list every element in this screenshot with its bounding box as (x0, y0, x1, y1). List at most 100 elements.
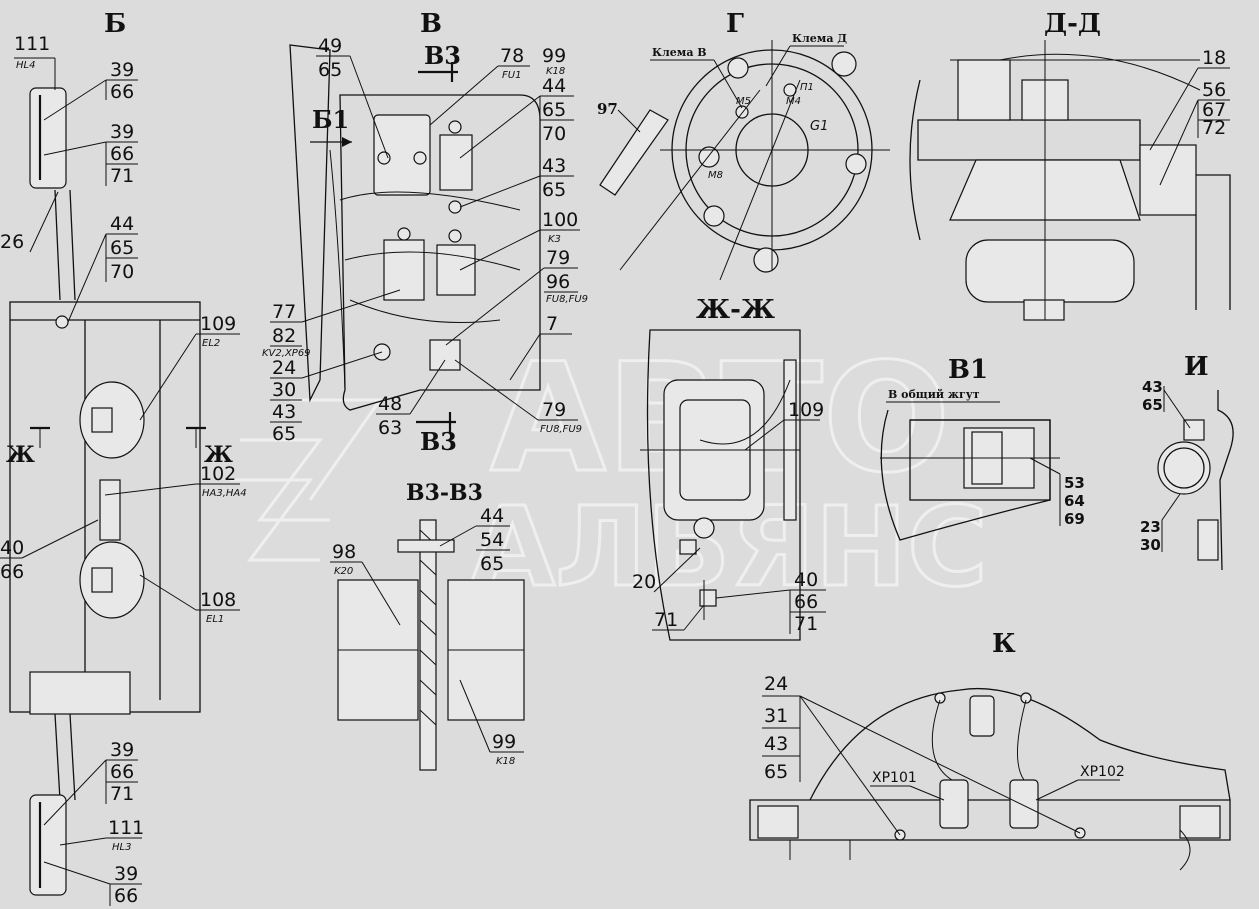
section-i-title: И (1184, 352, 1209, 382)
view-v: В В3 Б1 49 65 78 FU1 99 K18 44 65 (262, 9, 588, 456)
ref-111a: 111 (14, 33, 50, 55)
label-klema-d: Клема Д (792, 32, 847, 45)
ref-111b: 111 (108, 817, 144, 839)
ref-23: 23 (1140, 518, 1161, 536)
ref-ha34: HA3,HA4 (202, 488, 247, 499)
ref-97: 97 (597, 100, 618, 118)
ref-69: 69 (1064, 510, 1085, 528)
view-g: Г Клема В Клема Д M5 M4 П1 M8 G1 97 (597, 9, 890, 281)
label-obshchiy-zhgut: В общий жгут (888, 388, 980, 401)
relay-kv2 (383, 239, 425, 301)
ref-49: 49 (318, 35, 342, 57)
panel-v1 (880, 409, 1051, 541)
section-zhzh-title: Ж-Ж (696, 295, 775, 325)
ref-102: 102 (200, 463, 236, 485)
ref-fu89b: FU8,FU9 (540, 424, 582, 435)
ref-el1: EL1 (206, 614, 224, 625)
ref-66a: 66 (110, 81, 134, 103)
ref-44b: 44 (542, 75, 566, 97)
ref-65b: 65 (318, 59, 342, 81)
section-zh-right: Ж (204, 442, 233, 468)
ref-20: 20 (632, 571, 656, 593)
ref-96: 96 (546, 271, 570, 293)
ref-kv2: KV2,XP69 (262, 348, 311, 359)
ref-44c: 44 (480, 505, 504, 527)
headlight-el2-base (91, 407, 113, 433)
connector-xp101 (939, 779, 969, 829)
arrow-v3-bottom: В3 (420, 427, 457, 456)
ref-66f: 66 (794, 591, 818, 613)
ref-18: 18 (1202, 47, 1226, 69)
section-v3-title: В3-В3 (406, 480, 483, 506)
arrow-v3-top: В3 (424, 41, 461, 70)
cushion-lower (965, 239, 1135, 303)
ref-79b: 79 (542, 399, 566, 421)
bracket-dd (917, 119, 1141, 161)
section-b-title: Б (104, 9, 126, 39)
ref-56: 56 (1202, 79, 1226, 101)
lamp-hl4 (29, 87, 67, 189)
frame-rail-dd (1195, 174, 1231, 310)
ref-63: 63 (378, 417, 402, 439)
ref-el2: EL2 (202, 338, 220, 349)
ref-39a: 39 (110, 59, 134, 81)
ref-100: 100 (542, 209, 578, 231)
ref-65a: 65 (110, 237, 134, 259)
fuse-fu8-fu9 (429, 339, 461, 371)
side-panel (289, 44, 331, 403)
watermark-chevrons (230, 398, 383, 562)
view-i: И 43 65 23 30 (1140, 352, 1234, 571)
ref-39d: 39 (114, 863, 138, 885)
label-klema-v: Клема В (652, 46, 707, 59)
dd-side-arc (909, 79, 921, 241)
view-b: Б 111 HL4 39 66 39 66 71 26 44 65 70 (0, 9, 247, 907)
ref-108: 108 (200, 589, 236, 611)
ref-hl4: HL4 (16, 60, 35, 71)
view-k: К 24 31 43 65 XP101 XP102 (749, 629, 1231, 871)
label-xp102: XP102 (1080, 764, 1125, 780)
ref-65h: 65 (764, 761, 788, 783)
relay-k3 (436, 244, 476, 296)
ref-65c: 65 (542, 99, 566, 121)
ref-fu1: FU1 (502, 70, 521, 81)
generator-axes (619, 40, 890, 281)
fuse-fu1 (439, 134, 473, 191)
ref-65d: 65 (542, 179, 566, 201)
ref-26: 26 (0, 231, 24, 253)
ref-72: 72 (1202, 117, 1226, 139)
ref-66e: 66 (114, 885, 138, 907)
ref-k3: K3 (548, 234, 561, 245)
label-xp101: XP101 (872, 770, 917, 786)
ref-66b: 66 (110, 143, 134, 165)
ref-44a: 44 (110, 213, 134, 235)
horn-ha (99, 479, 121, 541)
bracket-97 (599, 109, 669, 196)
arrow-b1: Б1 (312, 105, 349, 134)
ref-64: 64 (1064, 492, 1085, 510)
ref-71d: 71 (794, 613, 818, 635)
wires-v (329, 149, 521, 391)
ref-24b: 24 (764, 673, 788, 695)
ref-99a: 99 (542, 45, 566, 67)
ref-109a: 109 (200, 313, 236, 335)
bolt-44a (55, 315, 69, 329)
frame-k (749, 799, 1231, 841)
cable-upper (54, 189, 76, 301)
ref-30a: 30 (272, 379, 296, 401)
ref-43d: 43 (764, 733, 788, 755)
dd-lines (950, 40, 1201, 320)
ref-66d: 66 (110, 761, 134, 783)
ref-39c: 39 (110, 739, 134, 761)
bracket-i (1217, 390, 1234, 571)
ref-65g: 65 (1142, 396, 1163, 414)
nut-stack-left (957, 59, 1011, 121)
ref-30b: 30 (1140, 536, 1161, 554)
ref-77: 77 (272, 301, 296, 323)
ref-71c: 71 (110, 783, 134, 805)
rail-end-right (1179, 805, 1221, 839)
ref-k18a: K18 (546, 66, 565, 77)
bushing-i (1157, 441, 1211, 495)
ref-66c: 66 (0, 561, 24, 583)
connector-top (969, 695, 995, 737)
label-m4: M4 (786, 96, 801, 107)
